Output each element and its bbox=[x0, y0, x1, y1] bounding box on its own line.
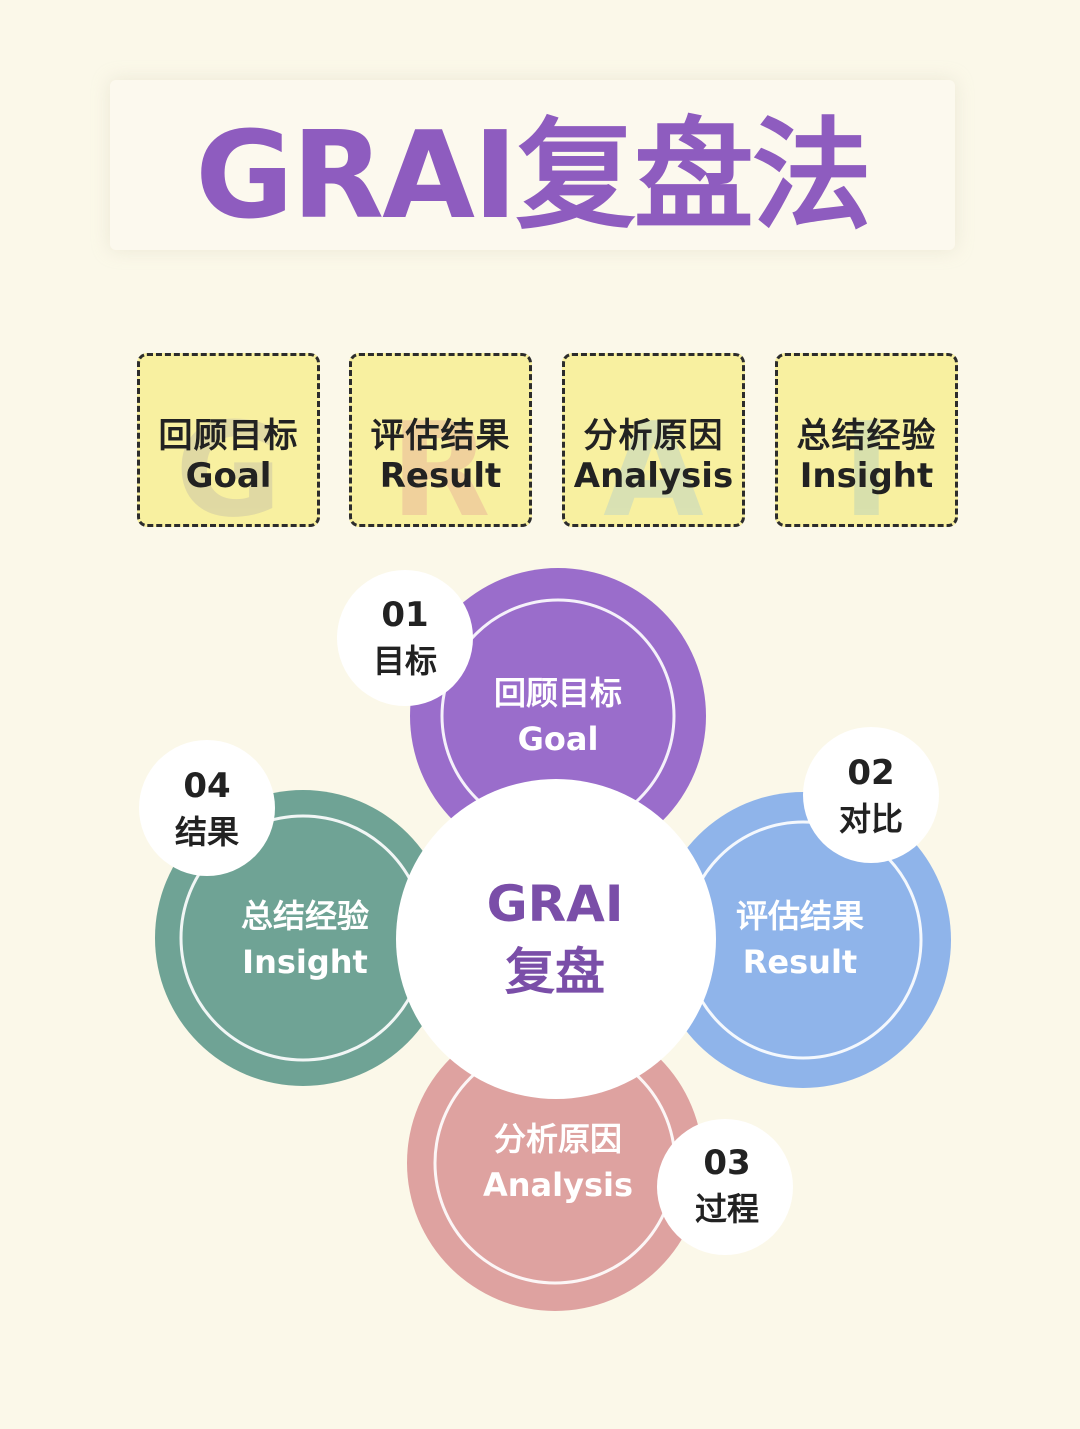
card-insight-cn: 总结经验 bbox=[796, 416, 937, 456]
node-analysis-en: Analysis bbox=[482, 1166, 634, 1204]
card-letter-i: I bbox=[842, 394, 891, 527]
center-line1: GRAI bbox=[486, 875, 624, 933]
title-band: GRAI复盘法 bbox=[110, 80, 955, 250]
card-result-cn: 评估结果 bbox=[370, 416, 511, 456]
node-insight-cn: 总结经验 bbox=[240, 897, 369, 935]
step-04-bubble bbox=[139, 740, 275, 876]
node-goal-label: 回顾目标 Goal bbox=[448, 670, 668, 762]
step-02-text: 对比 bbox=[838, 800, 903, 838]
card-goal-cn: 回顾目标 bbox=[158, 416, 299, 456]
page-title: GRAI复盘法 bbox=[195, 107, 871, 246]
step-02-bubble bbox=[803, 727, 939, 863]
step-04-number: 04 bbox=[183, 766, 231, 806]
node-result-en: Result bbox=[742, 943, 858, 981]
step-02-label: 02 对比 bbox=[821, 750, 921, 842]
step-03-bubble bbox=[657, 1119, 793, 1255]
center-circle bbox=[396, 779, 716, 1099]
step-01-number: 01 bbox=[381, 595, 429, 635]
node-goal-cn: 回顾目标 bbox=[493, 674, 622, 712]
step-04-label: 04 结果 bbox=[157, 763, 257, 855]
card-goal: G 回顾目标 Goal bbox=[137, 353, 320, 527]
node-analysis-cn: 分析原因 bbox=[493, 1120, 622, 1158]
center-label: GRAI 复盘 bbox=[440, 870, 670, 1006]
card-result: R 评估结果 Result bbox=[349, 353, 532, 527]
step-03-number: 03 bbox=[703, 1143, 751, 1183]
card-analysis: A 分析原因 Analysis bbox=[562, 353, 745, 527]
card-insight: I 总结经验 Insight bbox=[775, 353, 958, 527]
card-letter-g: G bbox=[175, 394, 282, 527]
node-analysis-label: 分析原因 Analysis bbox=[448, 1116, 668, 1208]
step-03-text: 过程 bbox=[694, 1190, 759, 1228]
card-analysis-cn: 分析原因 bbox=[583, 416, 724, 456]
node-result-label: 评估结果 Result bbox=[695, 893, 905, 985]
card-result-en: Result bbox=[379, 456, 502, 496]
node-analysis-circle bbox=[407, 1015, 703, 1311]
card-goal-en: Goal bbox=[185, 456, 272, 496]
card-insight-en: Insight bbox=[799, 456, 934, 496]
card-analysis-en: Analysis bbox=[573, 456, 734, 496]
node-goal-en: Goal bbox=[517, 720, 599, 758]
step-03-label: 03 过程 bbox=[677, 1140, 777, 1232]
card-letter-r: R bbox=[390, 394, 491, 527]
step-02-number: 02 bbox=[847, 753, 895, 793]
center-line2: 复盘 bbox=[505, 943, 605, 1001]
step-01-text: 目标 bbox=[372, 642, 437, 680]
step-01-label: 01 目标 bbox=[355, 592, 455, 684]
node-goal-circle bbox=[410, 568, 706, 864]
node-insight-label: 总结经验 Insight bbox=[195, 893, 415, 985]
card-letter-a: A bbox=[603, 394, 704, 527]
node-result-circle bbox=[655, 792, 951, 1088]
node-result-cn: 评估结果 bbox=[735, 897, 864, 935]
step-04-text: 结果 bbox=[174, 813, 239, 851]
step-01-bubble bbox=[337, 570, 473, 706]
node-insight-en: Insight bbox=[242, 943, 368, 981]
